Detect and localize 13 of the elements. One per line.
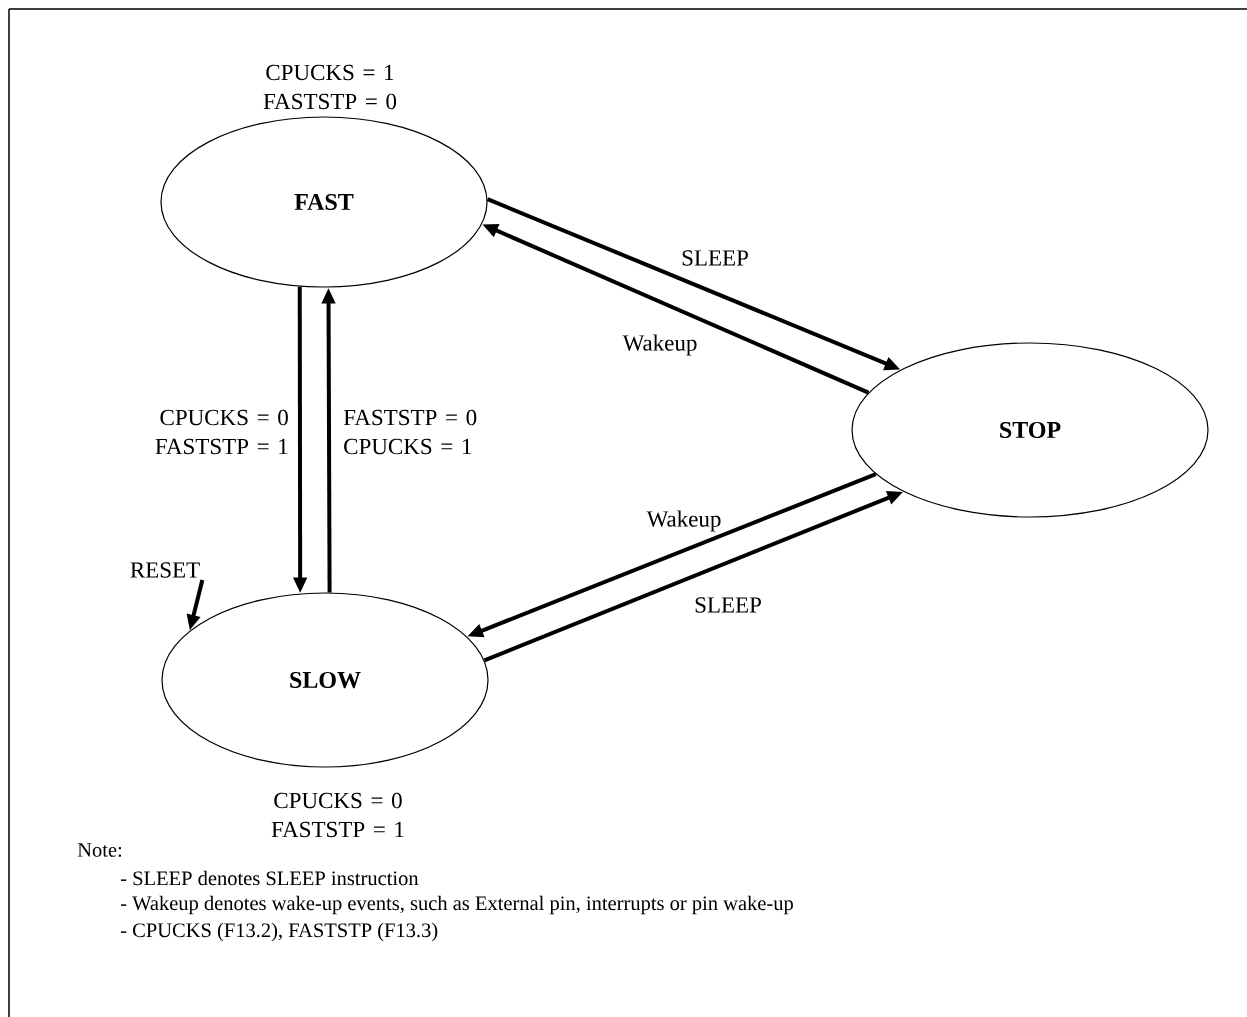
edge-label: Wakeup (645, 509, 723, 533)
edge-label: SLEEP (693, 596, 763, 614)
edge-label: CPUCKS = 0 FASTSTP = 1 (137, 408, 290, 456)
state-condition: CPUCKS = 0 FASTSTP = 1 (271, 792, 404, 838)
edge-label: FASTSTP = 0 CPUCKS = 1 (342, 408, 495, 456)
note-text: - SLEEP denotes SLEEP instruction (120, 870, 419, 886)
edge-label: SLEEP (680, 249, 750, 267)
note-text: - Wakeup denotes wake-up events, such as External pin, interrupts or pin wake-up (120, 895, 793, 915)
note-text: - CPUCKS (F13.2), FASTSTP (F13.3) (120, 922, 438, 942)
note-text: Note: (77, 843, 122, 857)
state-label: RESET (130, 562, 200, 578)
state-condition: CPUCKS = 1 FASTSTP = 0 (263, 64, 397, 110)
edge-label: Wakeup (621, 333, 699, 357)
